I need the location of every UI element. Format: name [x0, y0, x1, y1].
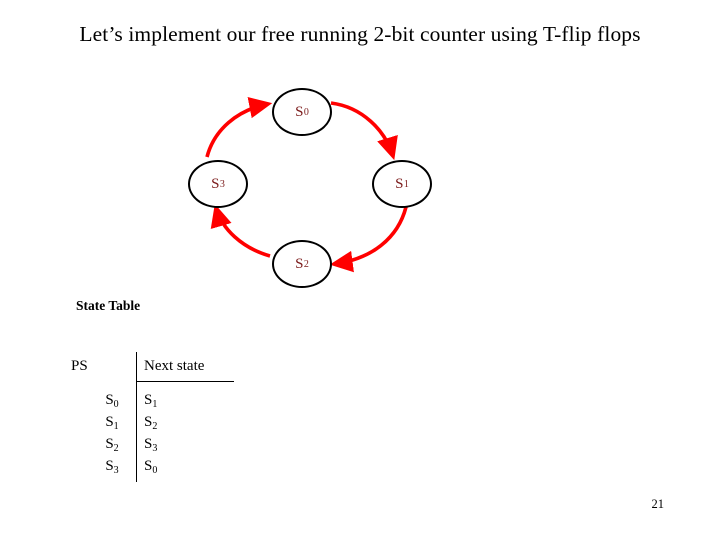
ns-cell-subscript: 0 — [152, 464, 158, 476]
state-node-s1-subscript: 1 — [403, 178, 409, 190]
page-number: 21 — [651, 497, 665, 511]
state-transition-arcs — [205, 96, 408, 273]
arrow-s1-to-s2 — [329, 206, 408, 273]
ns-cell-subscript: 3 — [152, 442, 158, 454]
table-vertical-rule — [136, 352, 137, 482]
state-node-s2-label: S — [295, 255, 304, 272]
state-node-s0-subscript: 0 — [303, 106, 309, 118]
ps-cell-base: S — [105, 414, 114, 430]
state-node-s2-subscript: 2 — [303, 258, 309, 270]
state-node-s3-label: S — [211, 175, 220, 192]
table-row: S0 — [92, 392, 132, 410]
arrow-s2-to-s3 — [210, 203, 271, 258]
ns-cell-base: S — [144, 414, 153, 430]
table-row: S3 — [144, 436, 184, 454]
table-row: S3 — [92, 458, 132, 476]
ps-cell-subscript: 2 — [113, 442, 119, 454]
state-node-s3-subscript: 3 — [219, 178, 225, 190]
table-row: S0 — [144, 458, 184, 476]
state-node-s0-label: S — [295, 103, 304, 120]
ps-cell-subscript: 1 — [113, 420, 119, 432]
ps-cell-base: S — [105, 436, 114, 452]
ns-cell-base: S — [144, 458, 153, 474]
table-row: S2 — [144, 414, 184, 432]
ns-cell-base: S — [144, 392, 153, 408]
ps-cell-subscript: 3 — [113, 464, 119, 476]
state-table: PS Next state S0 S1 S1 S2 S2 S3 S3 S0 — [68, 352, 308, 492]
table-header-ps: PS — [71, 358, 88, 374]
ps-cell-subscript: 0 — [113, 398, 119, 410]
page-title: Let’s implement our free running 2-bit c… — [79, 22, 641, 46]
table-row: S1 — [144, 392, 184, 410]
state-table-caption: State Table — [76, 298, 141, 313]
state-node-s1-label: S — [395, 175, 404, 192]
ns-cell-subscript: 2 — [152, 420, 158, 432]
ps-cell-base: S — [105, 392, 114, 408]
ns-cell-base: S — [144, 436, 153, 452]
arrow-s3-to-s0 — [205, 96, 273, 158]
table-header-rule — [136, 381, 234, 382]
ps-cell-base: S — [105, 458, 114, 474]
arrow-s0-to-s1 — [330, 101, 398, 161]
table-header-next-state: Next state — [144, 358, 205, 374]
ns-cell-subscript: 1 — [152, 398, 158, 410]
table-row: S2 — [92, 436, 132, 454]
table-row: S1 — [92, 414, 132, 432]
